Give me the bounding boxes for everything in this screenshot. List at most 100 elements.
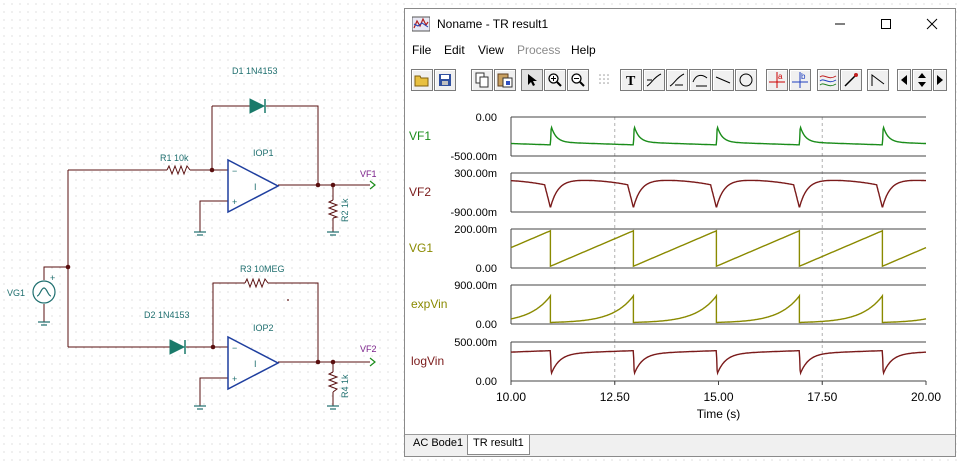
menu-file[interactable]: File — [412, 43, 432, 57]
cursor-a-button[interactable]: a — [766, 69, 788, 91]
waves-icon — [819, 75, 837, 87]
text-button[interactable]: T — [620, 69, 642, 91]
vf1-probe[interactable] — [369, 180, 376, 190]
app-icon — [412, 16, 430, 32]
open-button[interactable] — [411, 69, 433, 91]
scroll-left-button[interactable] — [897, 69, 911, 91]
series-line-vg1 — [510, 229, 927, 268]
source-plus-sign: + — [50, 273, 55, 283]
close-button[interactable] — [909, 9, 955, 39]
curve-label-icon — [646, 73, 662, 87]
cursor-a-icon: a — [769, 72, 785, 88]
x-tick-label: 12.50 — [600, 390, 630, 404]
zoom-in-button[interactable] — [544, 69, 566, 91]
title-bar[interactable]: Noname - TR result1 — [405, 9, 955, 39]
menu-help[interactable]: Help — [571, 43, 596, 57]
circle-icon — [739, 73, 753, 87]
vf2-probe[interactable] — [369, 357, 376, 367]
r4-resistor[interactable] — [327, 371, 339, 393]
svg-text:T: T — [626, 74, 636, 87]
d2-diode[interactable] — [169, 339, 186, 355]
y-tick-label: 900.00m — [454, 280, 497, 292]
y-tick-label: 200.00m — [454, 224, 497, 236]
copy-button[interactable] — [471, 69, 493, 91]
pointer-button[interactable] — [521, 69, 543, 91]
iop1-plus: + — [232, 197, 237, 207]
tangent-button[interactable] — [689, 69, 711, 91]
iop1-opamp[interactable]: − + I — [227, 158, 280, 214]
d2-label: D2 1N4153 — [144, 310, 190, 320]
series-line-vf1 — [511, 124, 926, 146]
series-label-expvin: expVin — [411, 297, 447, 311]
y-tick-label: -900.00m — [451, 207, 497, 219]
zoom-100-icon — [571, 73, 585, 87]
waves-button[interactable] — [817, 69, 839, 91]
paste-icon — [497, 73, 513, 88]
menu-bar: File Edit View Process Help — [405, 40, 955, 60]
junction-dot — [209, 167, 215, 173]
transient-plot[interactable]: VF10.00-500.00mVF2300.00m-900.00mVG1200.… — [405, 99, 955, 434]
series-line-vf2 — [510, 179, 926, 208]
junction-dot — [330, 182, 336, 188]
x-tick-label: 15.00 — [703, 390, 733, 404]
wire — [212, 282, 245, 347]
r3-label: R3 10MEG — [240, 264, 285, 274]
svg-text:a: a — [778, 72, 783, 81]
scroll-right-icon — [937, 75, 943, 85]
curve-label-2-button[interactable] — [666, 69, 688, 91]
maximize-button[interactable] — [863, 9, 909, 39]
svg-text:b: b — [801, 72, 806, 81]
y-tick-label: 0.00 — [476, 319, 497, 331]
tr-result-window[interactable]: Noname - TR result1 File Edit View Proce… — [404, 8, 956, 457]
curve-label-2-icon — [669, 73, 685, 87]
probe-button[interactable] — [840, 69, 862, 91]
iop1-label: IOP1 — [253, 148, 274, 158]
vg1-label: VG1 — [7, 288, 25, 298]
scroll-left-icon — [901, 75, 907, 85]
circle-button[interactable] — [735, 69, 757, 91]
junction-dot — [330, 359, 336, 365]
menu-process[interactable]: Process — [517, 43, 561, 57]
menu-view[interactable]: View — [478, 43, 504, 57]
x-axis-title: Time (s) — [697, 407, 741, 421]
series-label-vg1: VG1 — [409, 241, 433, 255]
zoom-100-button[interactable] — [567, 69, 589, 91]
r3-resistor[interactable] — [244, 277, 269, 289]
menu-edit[interactable]: Edit — [444, 43, 465, 57]
r1-resistor[interactable] — [166, 164, 191, 176]
stray-dot — [287, 299, 289, 301]
iop2-opamp[interactable]: − + I — [227, 335, 280, 391]
d1-label: D1 1N4153 — [232, 66, 278, 76]
junction-dot — [315, 359, 321, 365]
iop1-minus: − — [232, 166, 237, 176]
save-button[interactable] — [434, 69, 456, 91]
curve-label-button[interactable] — [643, 69, 665, 91]
y-tick-label: 0.00 — [476, 112, 497, 124]
text-icon: T — [626, 74, 636, 87]
schematic-canvas[interactable]: + VG1 D1 1N4153 R1 10k − + I IOP1 R2 1k … — [0, 0, 405, 461]
iop2-label: IOP2 — [253, 323, 274, 333]
tab-tr-result1[interactable]: TR result1 — [467, 435, 530, 455]
scroll-updown-button[interactable] — [912, 69, 932, 91]
minimize-button[interactable] — [817, 9, 863, 39]
grid-button[interactable] — [594, 69, 616, 91]
r2-resistor[interactable] — [327, 199, 339, 219]
series-label-vf2: VF2 — [409, 185, 431, 199]
d1-diode[interactable] — [249, 98, 266, 114]
vg1-source[interactable]: + — [32, 273, 56, 304]
step-button[interactable] — [867, 69, 889, 91]
line-button[interactable] — [712, 69, 734, 91]
scroll-right-button[interactable] — [933, 69, 947, 91]
toolbar: T a b — [405, 64, 955, 96]
wire — [211, 106, 228, 171]
open-icon — [414, 75, 429, 87]
line-icon — [715, 76, 731, 84]
cursor-b-button[interactable]: b — [789, 69, 811, 91]
wire — [199, 377, 228, 406]
wire — [43, 266, 68, 280]
paste-button[interactable] — [494, 69, 516, 91]
y-tick-label: 0.00 — [476, 263, 497, 275]
tab-ac-bode1[interactable]: AC Bode1 — [413, 437, 464, 449]
r4-label: R4 1k — [340, 374, 350, 398]
